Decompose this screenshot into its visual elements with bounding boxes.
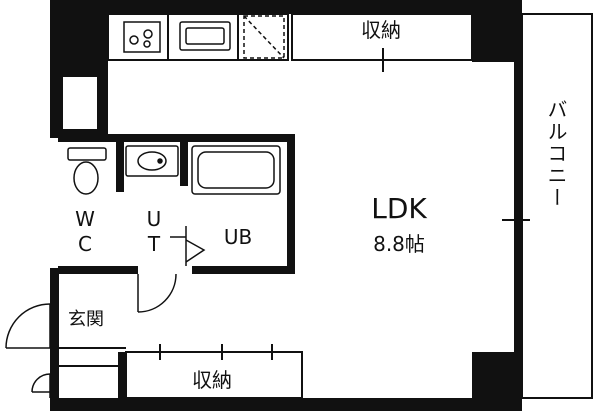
storage-top-label: 収納 <box>361 18 401 42</box>
ldk-size-label: 8.8帖 <box>373 232 425 256</box>
ut-door <box>170 226 206 266</box>
storage-bottom-label: 収納 <box>192 368 232 392</box>
entrance-side-door <box>31 373 51 398</box>
balcony-label: バルコニー <box>544 99 568 209</box>
storage-bottom <box>125 344 303 399</box>
wc-label-w: W <box>75 207 95 231</box>
entrance-area <box>57 274 126 402</box>
kitchen-counter <box>107 13 289 61</box>
balcony <box>521 13 593 399</box>
ub-label: UB <box>224 225 252 249</box>
ut-label-u: U <box>147 207 162 231</box>
ldk-label: LDK <box>371 192 427 225</box>
sink-icon <box>179 21 231 51</box>
balcony-window <box>502 128 530 316</box>
entrance-door <box>5 303 51 349</box>
bathtub-icon <box>191 145 281 195</box>
wc-label-c: C <box>78 232 92 256</box>
entrance-inner-door <box>137 273 177 313</box>
entrance-label: 玄関 <box>68 309 104 330</box>
ut-label-t: T <box>147 232 161 256</box>
stove-icon <box>123 21 161 53</box>
washbasin-icon <box>125 145 179 177</box>
storage-top <box>291 13 473 72</box>
duct-box <box>61 75 99 131</box>
toilet-icon <box>67 147 107 195</box>
outer-walls <box>50 0 522 411</box>
refrigerator-space-icon <box>243 15 285 59</box>
